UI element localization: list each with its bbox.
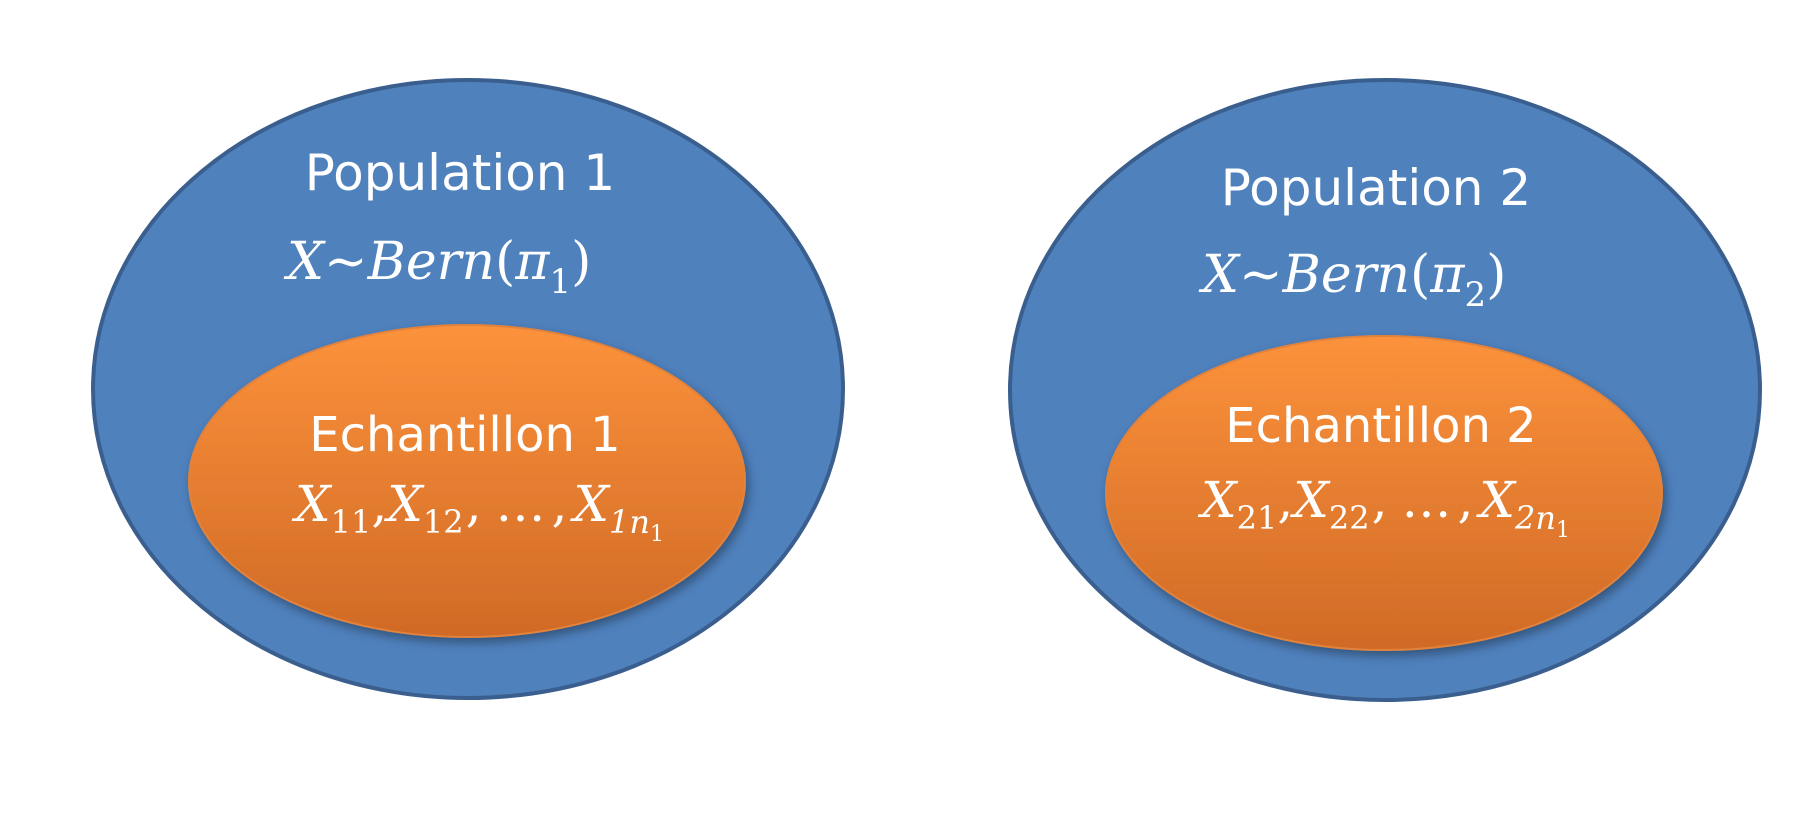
- sample-2-sequence: X21,X22,…,X2n1: [1197, 471, 1570, 543]
- population-1-group: Population 1 X~Bern(π1) Echantillon 1 X1…: [91, 78, 845, 700]
- population-2-title: Population 2: [1221, 159, 1531, 217]
- population-1-distribution: X~Bern(π1): [283, 232, 591, 302]
- sample-2-ellipse: [1105, 335, 1663, 651]
- population-2-group: Population 2 X~Bern(π2) Echantillon 2 X2…: [1008, 78, 1762, 702]
- sample-2-title: Echantillon 2: [1225, 398, 1536, 454]
- population-2-distribution: X~Bern(π2): [1198, 245, 1506, 315]
- sample-1-group: Echantillon 1 X11,X12,…,X1n1: [188, 324, 746, 638]
- sample-1-title: Echantillon 1: [309, 407, 620, 463]
- population-1-title: Population 1: [305, 144, 615, 202]
- sample-2-group: Echantillon 2 X21,X22,…,X2n1: [1105, 335, 1663, 651]
- sample-1-sequence: X11,X12,…,X1n1: [291, 475, 664, 547]
- sample-1-ellipse: [188, 324, 746, 638]
